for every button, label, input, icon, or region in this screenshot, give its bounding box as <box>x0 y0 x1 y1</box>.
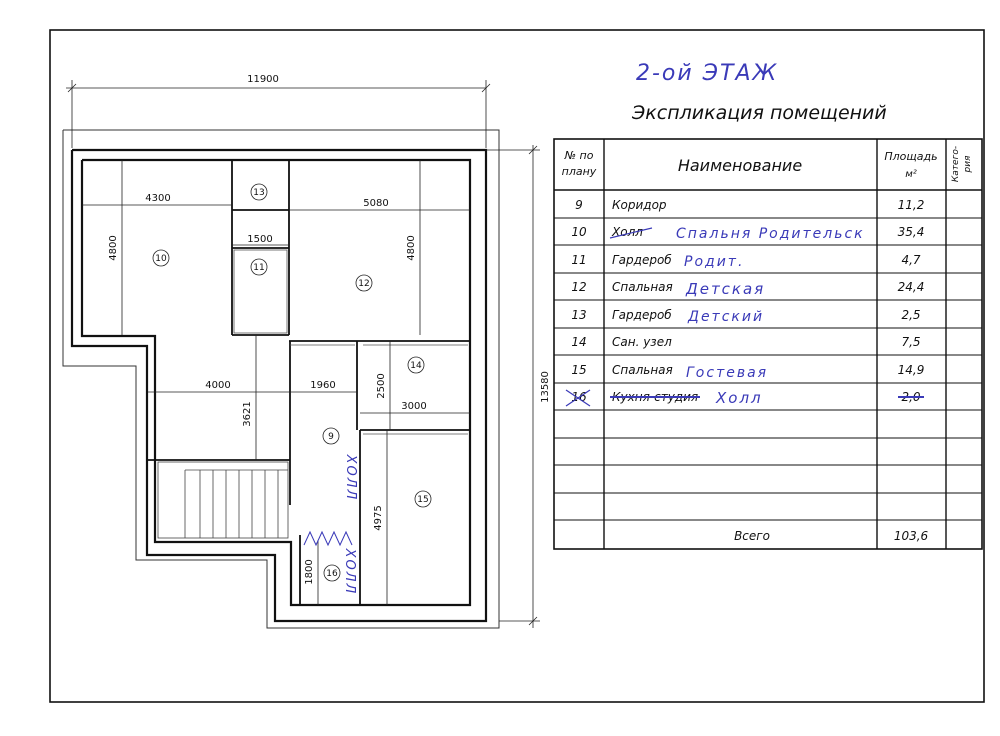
svg-text:24,4: 24,4 <box>898 280 925 294</box>
header-num-line1: № по <box>564 149 594 162</box>
svg-text:14: 14 <box>571 335 586 349</box>
svg-text:Сан. узел: Сан. узел <box>612 335 672 349</box>
header-name: Наименование <box>678 156 802 175</box>
table-row: 10 Холл Спальня Родительск 35,4 <box>571 225 924 242</box>
svg-text:35,4: 35,4 <box>898 225 925 239</box>
svg-text:Детская: Детская <box>685 280 765 298</box>
svg-text:Гардероб: Гардероб <box>612 308 672 322</box>
room-label-11: 11 <box>253 263 264 273</box>
table-total-row: Всего 103,6 <box>734 529 928 543</box>
floor-plan: 11900 13580 4300 4800 1500 5080 4800 400… <box>62 74 551 629</box>
room-label-15: 15 <box>417 495 428 505</box>
svg-text:7,5: 7,5 <box>901 335 920 349</box>
svg-text:2,5: 2,5 <box>901 308 920 322</box>
header-category-line1: Катего- <box>951 146 961 182</box>
dim-overall-height: 13580 <box>540 371 551 403</box>
svg-text:Спальная: Спальная <box>612 363 673 377</box>
svg-text:11,2: 11,2 <box>898 198 925 212</box>
room-label-14: 14 <box>410 361 422 371</box>
table-row: 13 Гардероб Детский 2,5 <box>571 308 920 325</box>
svg-text:10: 10 <box>571 225 587 239</box>
total-value: 103,6 <box>894 529 929 543</box>
header-area-line2: м² <box>905 169 917 180</box>
dim-4300: 4300 <box>145 193 170 204</box>
svg-text:Спальня Родительск: Спальня Родительск <box>676 226 865 242</box>
svg-text:Коридор: Коридор <box>612 198 667 212</box>
table-row: 12 Спальная Детская 24,4 <box>571 280 924 298</box>
svg-text:4,7: 4,7 <box>901 253 920 267</box>
dim-4800-left: 4800 <box>108 235 119 260</box>
handwritten-floor-label: 2-ой ЭТАЖ <box>636 61 778 86</box>
table-row: 14 Сан. узел 7,5 <box>571 335 920 349</box>
dim-1800: 1800 <box>304 559 315 584</box>
explication-title: Экспликация помещений <box>631 102 887 124</box>
svg-text:15: 15 <box>571 363 586 377</box>
room-label-10: 10 <box>155 254 167 264</box>
outer-contour <box>62 129 500 629</box>
header-num-line2: плану <box>562 165 597 178</box>
svg-text:12: 12 <box>571 280 586 294</box>
svg-text:Родит.: Родит. <box>684 254 744 270</box>
total-label: Всего <box>734 529 770 543</box>
table-row: 9 Коридор 11,2 <box>575 198 924 212</box>
dim-5080: 5080 <box>363 198 388 209</box>
exterior-wall-inner <box>80 158 472 607</box>
svg-text:Детский: Детский <box>687 309 764 325</box>
svg-text:9: 9 <box>575 198 583 212</box>
table-row: 15 Спальная Гостевая 14,9 <box>571 363 924 381</box>
svg-text:Спальная: Спальная <box>612 280 673 294</box>
svg-text:Холл: Холл <box>715 389 763 407</box>
header-area-line1: Площадь <box>884 150 937 163</box>
dim-4000: 4000 <box>205 380 230 391</box>
svg-text:14,9: 14,9 <box>898 363 925 377</box>
dim-4800-right: 4800 <box>406 235 417 260</box>
dim-2500: 2500 <box>376 373 387 398</box>
svg-text:11: 11 <box>571 253 586 267</box>
svg-text:13: 13 <box>571 308 586 322</box>
dim-overall-width: 11900 <box>247 74 279 85</box>
dim-4975: 4975 <box>373 505 384 530</box>
dim-3621: 3621 <box>242 401 253 426</box>
exterior-wall-outer <box>70 148 488 623</box>
dimension-lines <box>66 80 540 628</box>
room-markers <box>152 183 432 582</box>
handwritten-zigzag <box>303 530 353 547</box>
dim-1500: 1500 <box>247 234 272 245</box>
dim-1960: 1960 <box>310 380 335 391</box>
handwritten-holl-9: ХОЛЛ <box>343 454 358 502</box>
dim-3000: 3000 <box>401 401 426 412</box>
header-category-line2: рия <box>963 155 973 174</box>
table-row: 16 Кухня-студия Холл 2,0 <box>565 389 924 407</box>
staircase <box>157 461 289 539</box>
handwritten-holl-16: ХОЛЛ <box>342 548 357 596</box>
svg-text:Гардероб: Гардероб <box>612 253 672 267</box>
room-label-9: 9 <box>328 432 334 442</box>
interior-walls <box>148 160 470 605</box>
sheet-frame <box>49 29 985 703</box>
room-label-16: 16 <box>326 569 338 579</box>
explication-table: № по плану Наименование Площадь м² Катег… <box>553 138 983 550</box>
table-row: 11 Гардероб Родит. 4,7 <box>571 253 921 270</box>
room-label-13: 13 <box>253 188 264 198</box>
room-label-12: 12 <box>358 279 369 289</box>
svg-text:Гостевая: Гостевая <box>686 365 768 381</box>
